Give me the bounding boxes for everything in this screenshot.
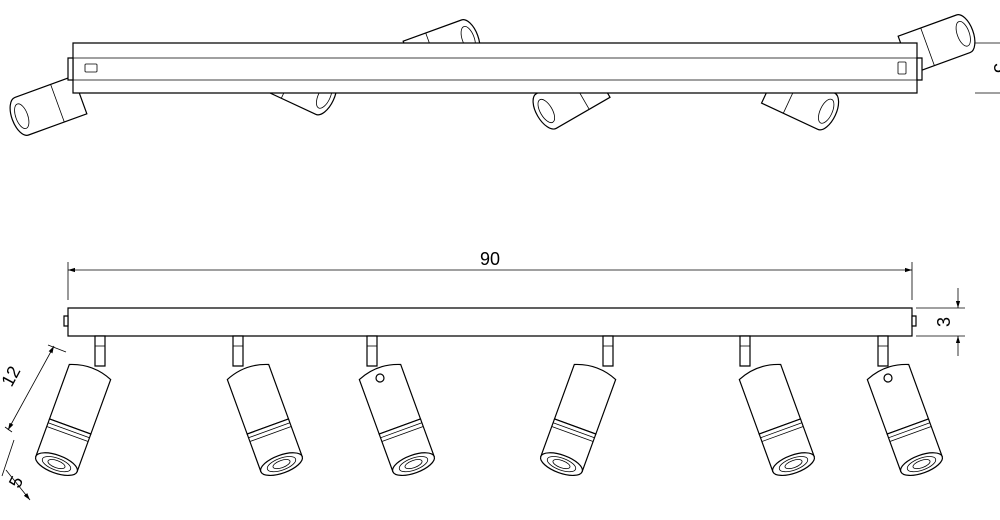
dim-length: 90 xyxy=(480,249,500,269)
dim-spot-diameter-line xyxy=(6,470,30,500)
top-view: 5 xyxy=(4,10,1000,140)
front-spot-6 xyxy=(865,359,946,481)
front-spot-3 xyxy=(357,359,438,481)
front-spot-4 xyxy=(537,359,618,481)
front-spot-5 xyxy=(737,359,818,481)
top-rail xyxy=(73,43,917,93)
front-spot-2 xyxy=(225,359,306,481)
front-spot-1 xyxy=(32,359,113,481)
dim-spot-length-line xyxy=(8,346,54,430)
dim-mount-depth: 5 xyxy=(990,63,1000,73)
dim-spot-diameter: 5 xyxy=(5,473,27,491)
front-rail xyxy=(68,308,912,336)
dim-rail-height: 3 xyxy=(934,317,954,327)
stems xyxy=(95,336,888,366)
dim-spot-length: 12 xyxy=(0,363,24,390)
front-view: 90 3 12 xyxy=(0,249,965,500)
